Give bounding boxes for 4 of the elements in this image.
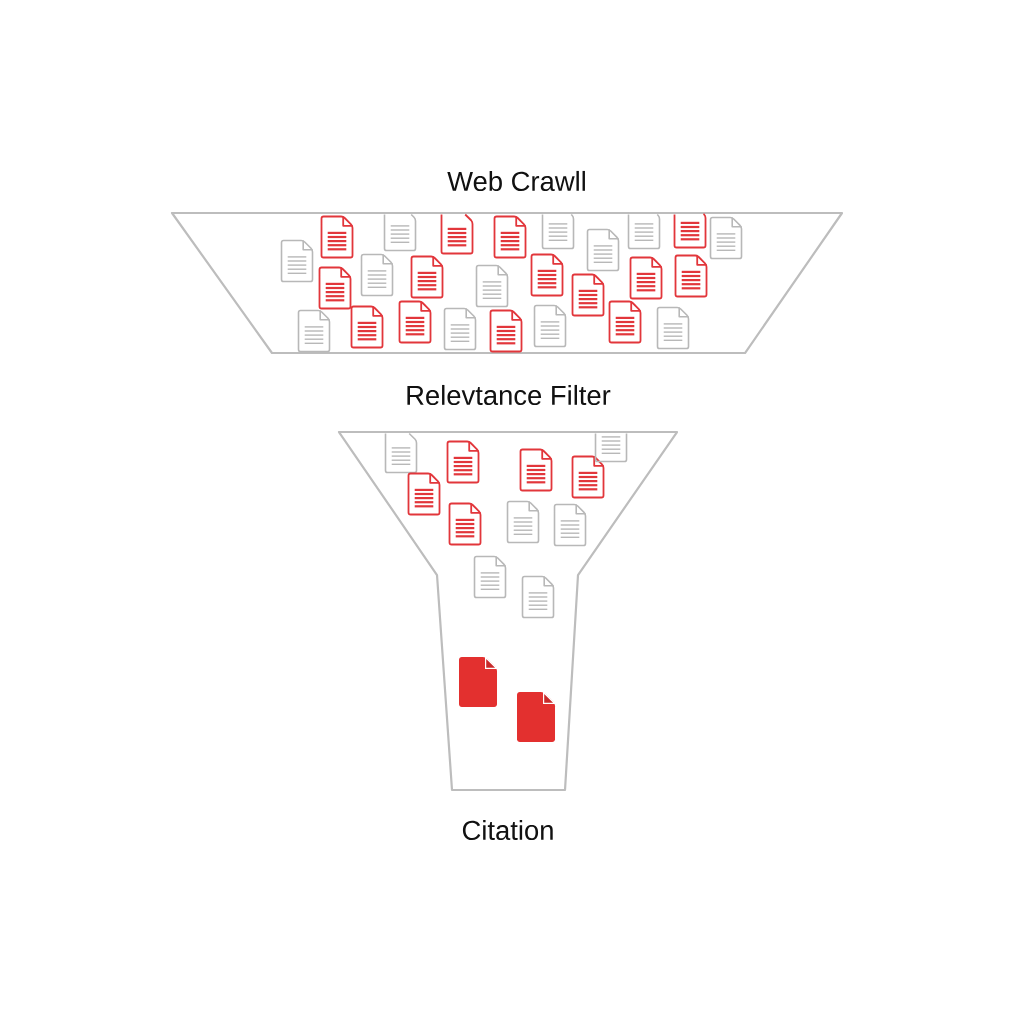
node-label: Web Crawll (447, 170, 585, 192)
funnel-stage: Relevtance Filter (337, 384, 679, 792)
stage-caption: Citation (462, 819, 553, 841)
funnel-stage: Web Crawll (170, 170, 844, 355)
